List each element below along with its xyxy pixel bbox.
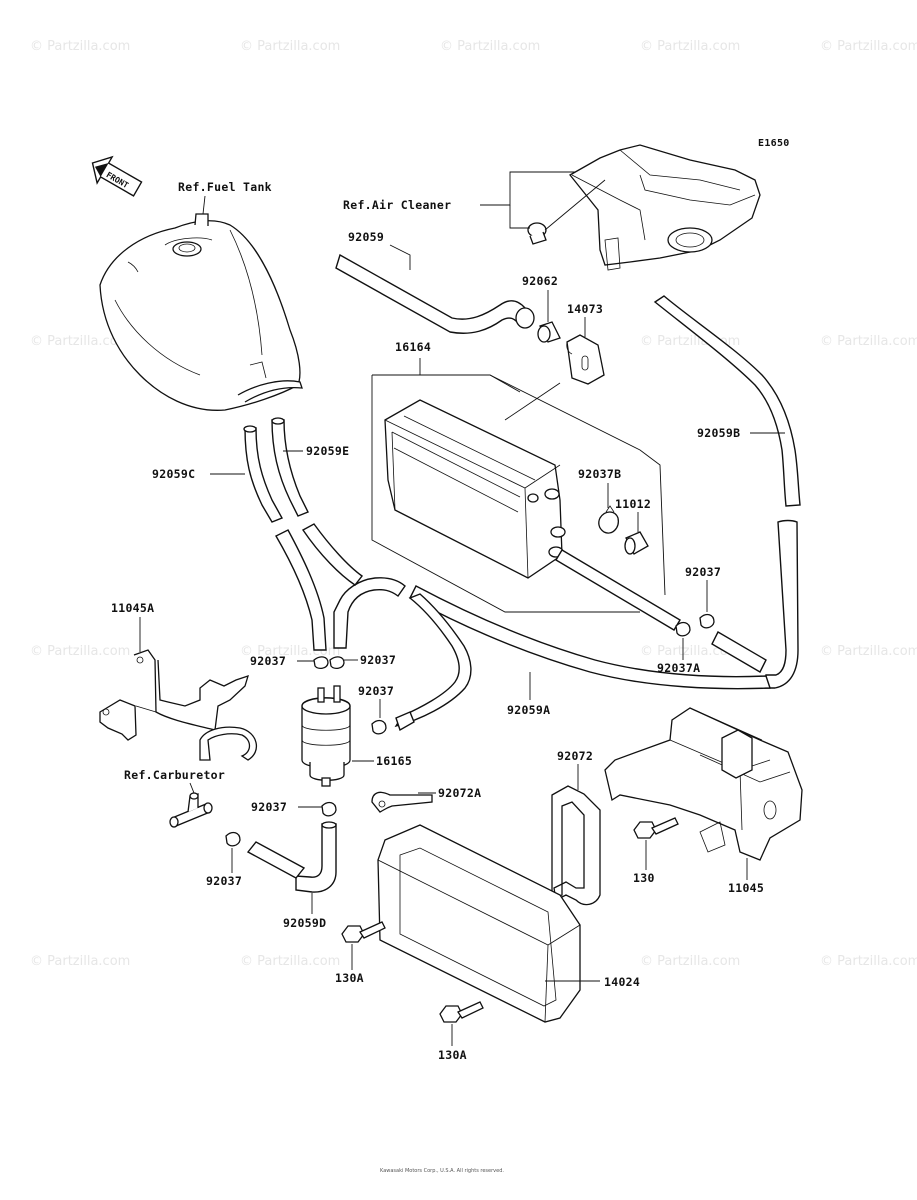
clamp-92037A	[675, 621, 691, 637]
hose-92059B	[653, 295, 801, 689]
watermark: © Partzilla.com	[820, 644, 917, 659]
part-label-11045A: 11045A	[111, 601, 154, 615]
clamp-92037B	[598, 505, 619, 534]
hose-92059A	[333, 577, 771, 690]
watermark: © Partzilla.com	[30, 954, 130, 969]
watermark: © Partzilla.com	[30, 39, 130, 54]
part-label-92072A: 92072A	[438, 786, 481, 800]
watermark: © Partzilla.com	[440, 39, 540, 54]
cap-11012	[624, 531, 649, 555]
sleeve-92062	[537, 321, 561, 343]
part-label-130A-bottom: 130A	[438, 1048, 467, 1062]
part-label-92037B: 92037B	[578, 467, 621, 481]
fuel-filter-16165	[301, 685, 351, 787]
watermark: © Partzilla.com	[30, 334, 130, 349]
bolt-130A-top	[341, 921, 386, 943]
clamp-92037-b	[329, 656, 345, 670]
bolt-130A-bottom	[439, 1001, 484, 1023]
bracket-11045	[604, 707, 803, 861]
part-label-92059C: 92059C	[152, 467, 195, 481]
diagram-code: E1650	[758, 138, 790, 149]
part-label-92059A: 92059A	[507, 703, 550, 717]
bolt-130	[633, 817, 679, 839]
part-label-16165: 16165	[376, 754, 412, 768]
watermark: © Partzilla.com	[240, 39, 340, 54]
part-label-92037A: 92037A	[657, 661, 700, 675]
part-label-92037-c: 92037	[358, 684, 394, 698]
hose-short-right	[395, 711, 415, 732]
hose-92059	[335, 253, 535, 334]
watermark: © Partzilla.com	[820, 954, 917, 969]
bracket-11045A	[99, 649, 258, 761]
part-label-92059B: 92059B	[697, 426, 740, 440]
clamp-92037-e	[225, 831, 241, 847]
clamp-92037-d	[321, 801, 337, 817]
watermark: © Partzilla.com	[820, 334, 917, 349]
tray-14024	[377, 824, 581, 1023]
carburetor-tee-fitting	[169, 792, 213, 828]
fuel-tank	[99, 213, 303, 411]
watermark: © Partzilla.com	[30, 644, 130, 659]
hose-mid-lower	[301, 523, 364, 586]
watermark: © Partzilla.com	[640, 39, 740, 54]
part-label-14024: 14024	[604, 975, 640, 989]
part-label-92037-b: 92037	[360, 653, 396, 667]
part-label-92059D: 92059D	[283, 916, 326, 930]
clamp-92037-right	[699, 613, 715, 629]
ref-carburetor-label: Ref.Carburetor	[124, 768, 225, 782]
hose-92059D	[246, 821, 337, 893]
ref-fuel-tank-label: Ref.Fuel Tank	[178, 180, 272, 194]
hose-92059C	[243, 425, 283, 523]
hose-canister-port	[555, 549, 681, 631]
part-label-92059: 92059	[348, 230, 384, 244]
strap-92072	[551, 785, 601, 906]
bracket-14073	[566, 334, 605, 385]
part-label-14073: 14073	[567, 302, 603, 316]
copyright-text: Kawasaki Motors Corp., U.S.A. All rights…	[380, 1168, 504, 1174]
ref-air-cleaner-label: Ref.Air Cleaner	[343, 198, 451, 212]
part-label-92037-d: 92037	[251, 800, 287, 814]
part-label-16164: 16164	[395, 340, 431, 354]
part-label-130A-top: 130A	[335, 971, 364, 985]
part-label-11012: 11012	[615, 497, 651, 511]
part-label-92037-e: 92037	[206, 874, 242, 888]
part-label-92072: 92072	[557, 749, 593, 763]
part-label-92062: 92062	[522, 274, 558, 288]
hose-92059E	[271, 417, 309, 517]
hose-to-filter-right	[394, 593, 472, 728]
part-label-92059E: 92059E	[306, 444, 349, 458]
clamp-92072A	[371, 791, 433, 813]
hose-left-lower	[275, 529, 327, 651]
canister-16164	[384, 399, 566, 579]
part-label-11045: 11045	[728, 881, 764, 895]
watermark: © Partzilla.com	[640, 954, 740, 969]
part-label-92037-right: 92037	[685, 565, 721, 579]
air-cleaner-fitting	[527, 222, 547, 245]
clamp-92037-a	[313, 656, 329, 670]
watermark: © Partzilla.com	[820, 39, 917, 54]
watermark: © Partzilla.com	[640, 644, 740, 659]
part-label-130: 130	[633, 871, 655, 885]
watermark: © Partzilla.com	[240, 954, 340, 969]
front-arrow-icon: FRONT	[91, 155, 143, 197]
part-label-92037-a: 92037	[250, 654, 286, 668]
clamp-92037-c	[371, 719, 387, 735]
air-cleaner-housing	[569, 144, 761, 271]
